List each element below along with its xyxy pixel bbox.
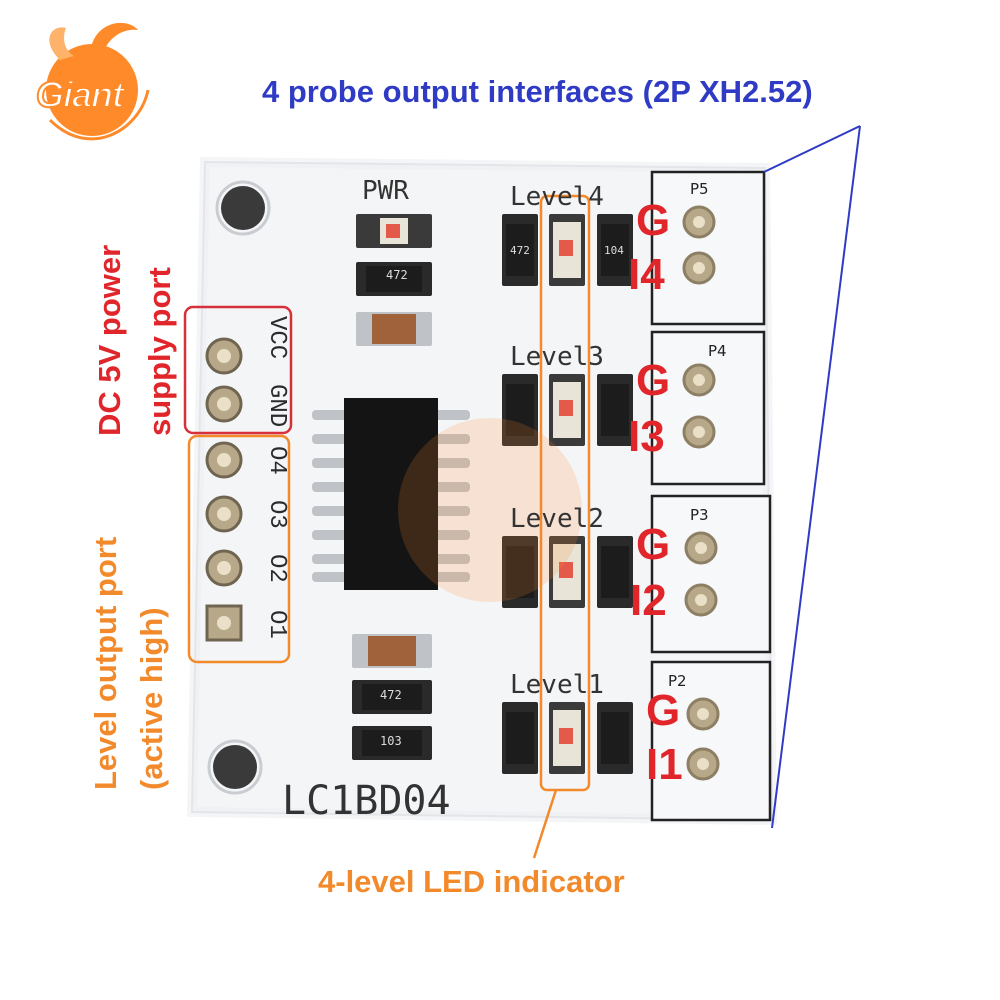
connector-p4-label: P4 [708, 342, 727, 360]
led-indicator-label: 4-level LED indicator [318, 864, 625, 899]
probe1-g-label: G [646, 686, 681, 735]
probe1-i-label: I1 [646, 740, 683, 789]
level2-label: Level2 [510, 504, 604, 534]
pin-o3-label: O3 [263, 500, 290, 529]
level-output-label-line1: Level output port [88, 536, 123, 790]
giant-logo-icon [46, 22, 150, 141]
pwr-label: PWR [362, 176, 409, 206]
level3-label: Level3 [510, 342, 604, 372]
model-label: LC1BD04 [282, 778, 451, 824]
pin-o4-label: O4 [263, 446, 290, 475]
resistor-code: 103 [380, 734, 402, 748]
power-port-label-line2: supply port [142, 267, 177, 436]
probe4-i-label: I4 [628, 250, 665, 299]
resistor-code: 472 [510, 244, 530, 257]
pin-o2-label: O2 [263, 554, 290, 583]
probe4-g-label: G [636, 196, 671, 245]
logo-text: Giant [35, 73, 125, 116]
probe3-g-label: G [636, 356, 671, 405]
probe3-i-label: I3 [628, 412, 665, 461]
resistor-code: 472 [386, 268, 408, 282]
level1-label: Level1 [510, 670, 604, 700]
probe2-i-label: I2 [630, 576, 667, 625]
probe2-g-label: G [636, 520, 671, 569]
connector-p5-label: P5 [690, 180, 709, 198]
pin-gnd-label: GND [263, 384, 290, 428]
connector-p3-label: P3 [690, 506, 709, 524]
pin-o1-label: O1 [263, 610, 290, 639]
resistor-code: 104 [604, 244, 624, 257]
power-port-label-line1: DC 5V power [92, 244, 127, 436]
connector-p2-label: P2 [668, 672, 687, 690]
pin-vcc-label: VCC [263, 316, 290, 360]
resistor-code: 472 [380, 688, 402, 702]
probe-interfaces-label: 4 probe output interfaces (2P XH2.52) [262, 74, 813, 109]
level-output-label-line2: (active high) [134, 607, 169, 790]
level4-label: Level4 [510, 182, 604, 212]
